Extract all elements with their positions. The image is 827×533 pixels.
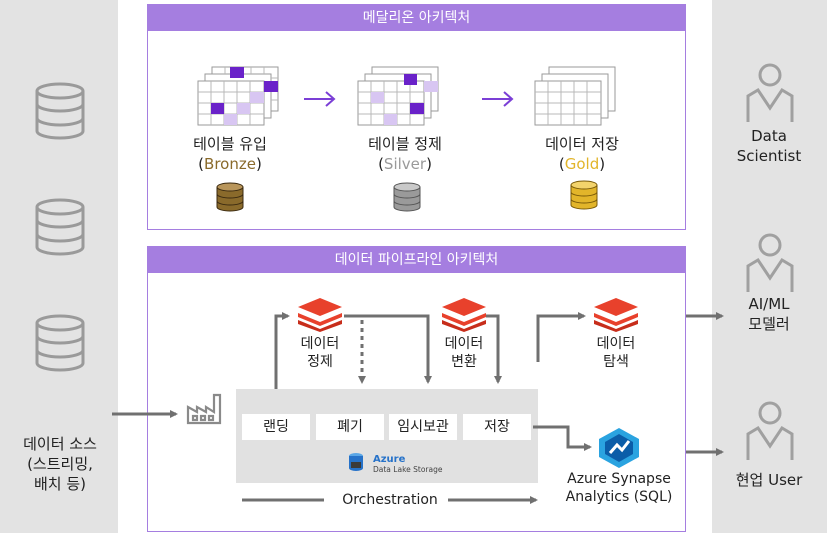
database-icon xyxy=(35,82,85,140)
data-source-label: 데이터 소스 (스트리밍, 배치 등) xyxy=(23,435,97,493)
consumer-business-user: 현업 User xyxy=(735,471,803,489)
paren-open: ( xyxy=(378,155,384,173)
pipeline-panel: 데이터 파이프라인 아키텍처 xyxy=(147,246,686,532)
data-lake-icon xyxy=(349,453,363,471)
tier-silver: Silver xyxy=(383,155,427,173)
databricks-icon xyxy=(442,298,486,332)
synapse-label: Azure Synapse Analytics (SQL) xyxy=(565,471,673,505)
databricks-icon xyxy=(594,298,638,332)
database-icon xyxy=(35,198,85,256)
lake-service: Data Lake Storage xyxy=(373,465,443,474)
silver-table-icon xyxy=(357,66,439,126)
silver-database-icon xyxy=(393,182,421,212)
person-icon xyxy=(746,401,794,460)
arrow-right-icon xyxy=(304,91,336,107)
orchestration-label: Orchestration xyxy=(342,492,438,508)
stage-staging: 임시보관 xyxy=(389,414,457,440)
arrow-right-icon xyxy=(482,91,514,107)
gold-table-icon xyxy=(534,66,616,126)
tier-gold-label: 데이터 저장 (Gold) xyxy=(530,134,634,175)
factory-icon xyxy=(186,393,222,425)
tier-name: 데이터 저장 xyxy=(545,135,619,153)
stage-store: 저장 xyxy=(463,414,531,440)
tier-name: 테이블 정제 xyxy=(368,135,442,153)
person-icon xyxy=(746,63,794,122)
person-icon xyxy=(746,233,794,292)
tier-gold: Gold xyxy=(564,155,600,173)
synapse-icon xyxy=(599,428,639,468)
paren-open: ( xyxy=(558,155,565,173)
lake-brand: Azure xyxy=(373,454,406,465)
tier-bronze: Bronze xyxy=(204,155,256,173)
database-icon xyxy=(35,314,85,372)
tier-silver-label: 테이블 정제 (Silver) xyxy=(353,134,457,175)
tier-bronze-label: 테이블 유입 (Bronze) xyxy=(178,134,282,175)
bronze-table-icon xyxy=(197,66,279,126)
consumer-ml-modeler: AI/ML 모델러 xyxy=(748,295,790,333)
databricks-icon xyxy=(298,298,342,332)
paren-close: ) xyxy=(599,155,606,173)
bronze-database-icon xyxy=(216,182,244,212)
step-cleanse-label: 데이터 정제 xyxy=(300,336,340,370)
consumer-data-scientist: Data Scientist xyxy=(736,127,802,165)
step-explore-label: 데이터 탐색 xyxy=(596,336,636,370)
pipeline-title: 데이터 파이프라인 아키텍처 xyxy=(148,247,685,273)
tier-name: 테이블 유입 xyxy=(193,135,267,153)
stage-discard: 폐기 xyxy=(316,414,384,440)
medallion-title: 메달리온 아키텍처 xyxy=(148,5,685,31)
paren-open: ( xyxy=(198,155,205,173)
step-transform-label: 데이터 변환 xyxy=(444,336,484,370)
paren-close: ) xyxy=(426,155,432,173)
data-source-column xyxy=(0,0,118,533)
gold-database-icon xyxy=(570,180,598,210)
paren-close: ) xyxy=(255,155,262,173)
stage-landing: 랜딩 xyxy=(242,414,310,440)
